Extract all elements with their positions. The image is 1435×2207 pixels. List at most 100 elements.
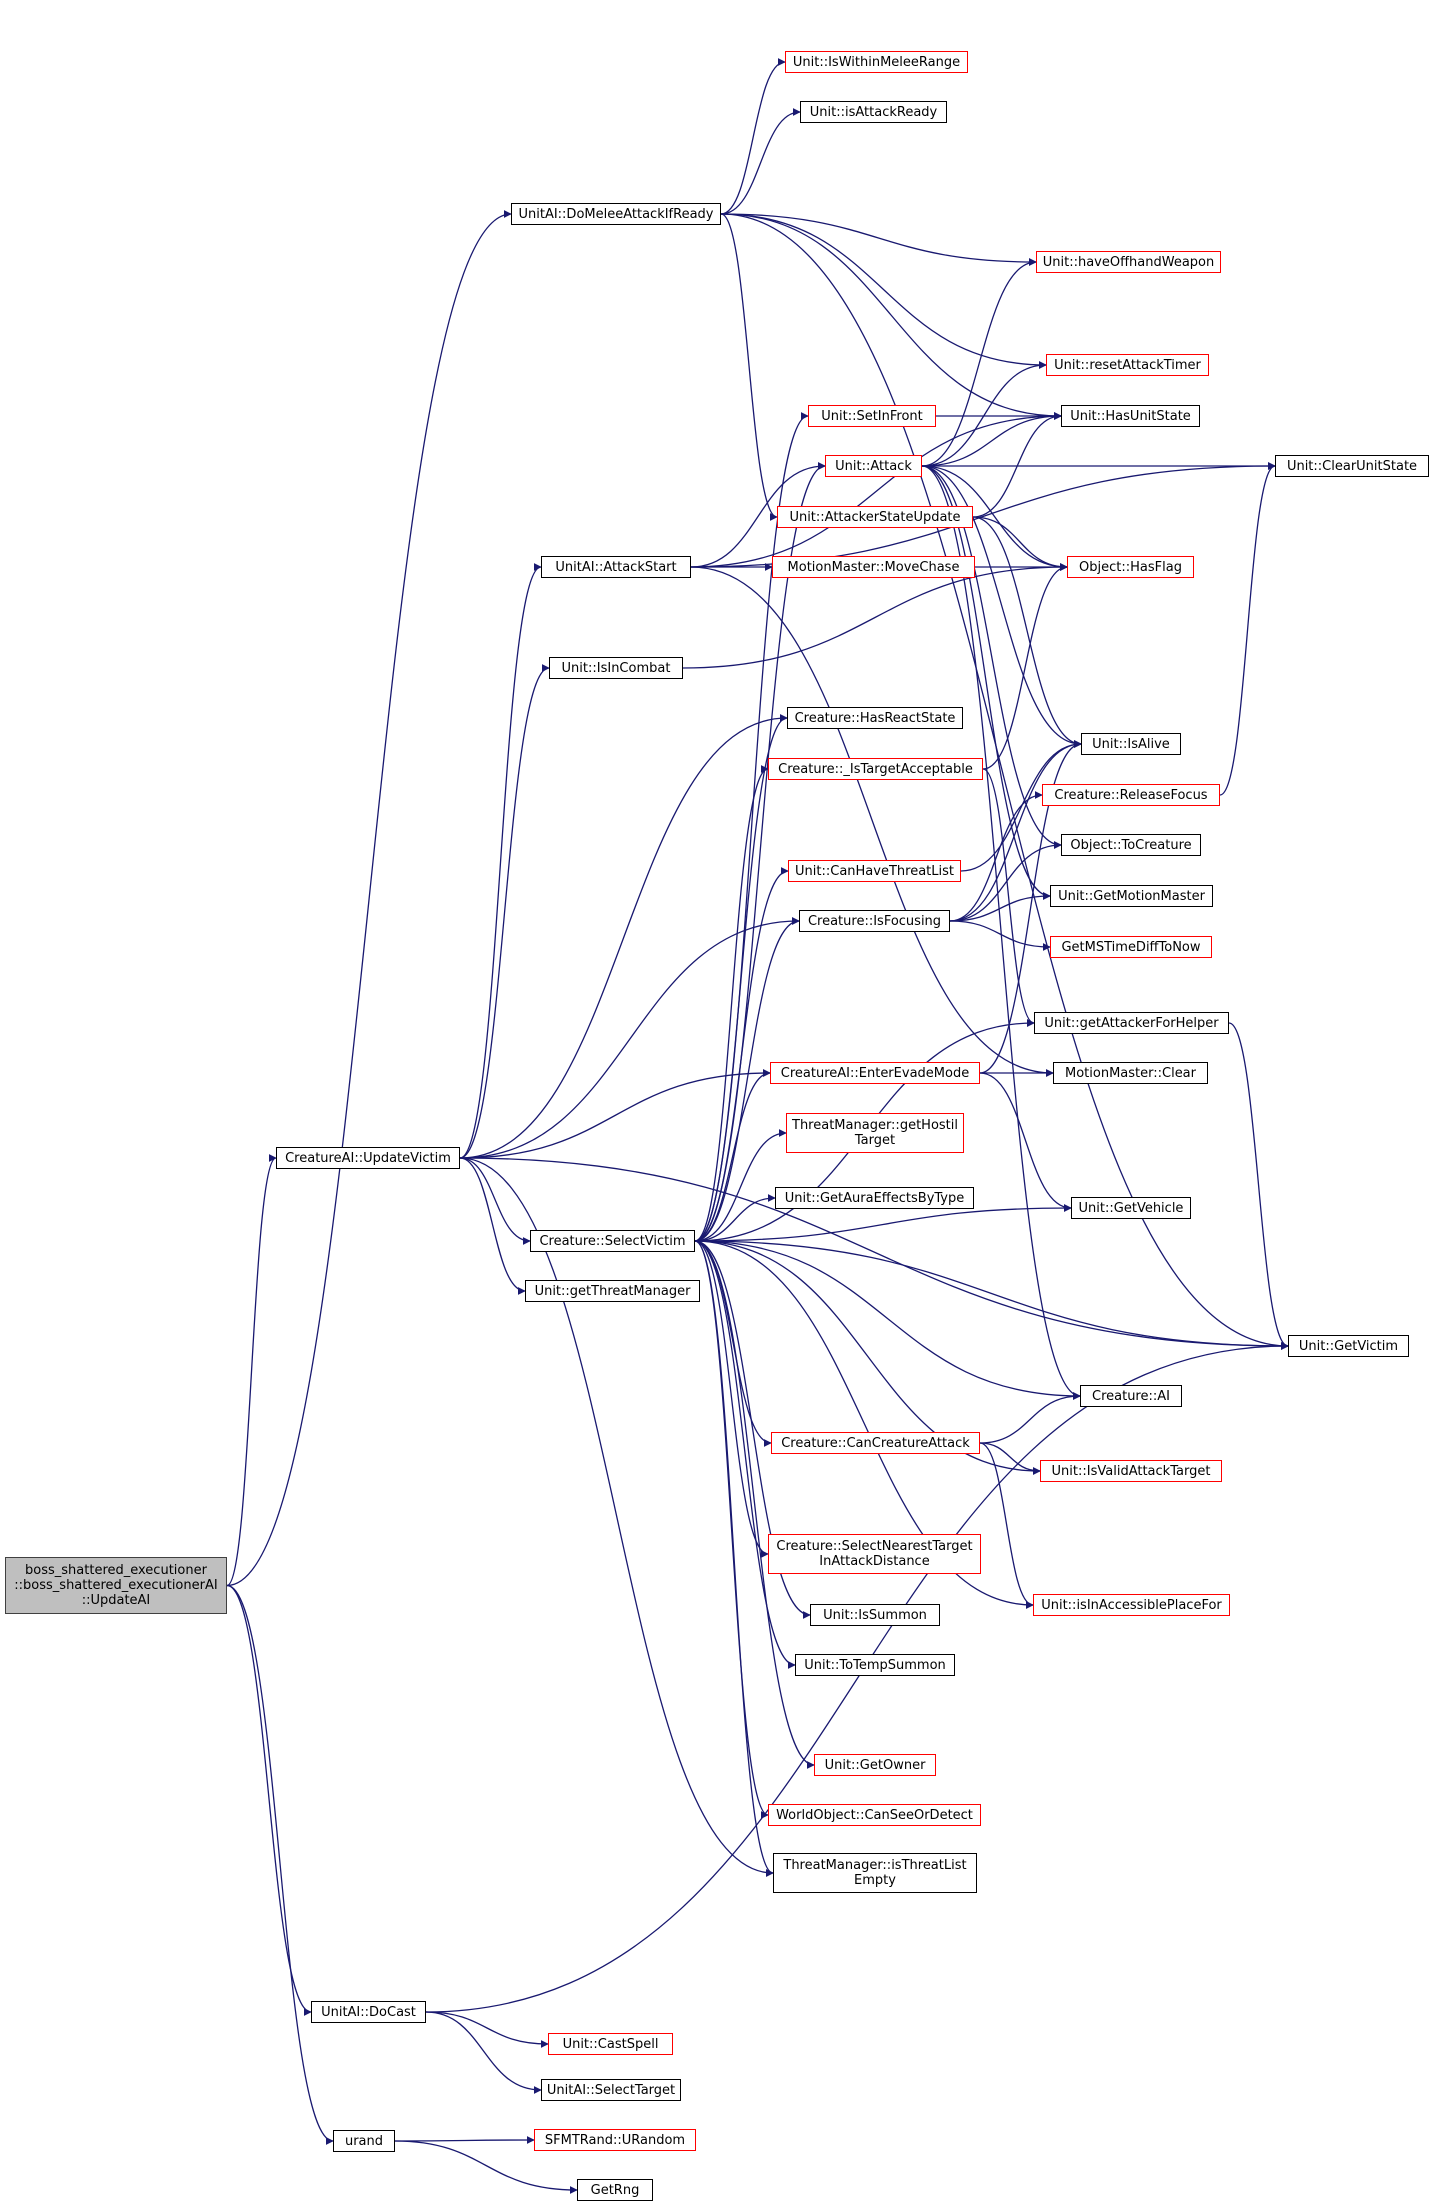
edge-selectvictim-to-creatureai — [694, 1240, 1081, 1400]
edge-urand-to-urandom — [394, 2136, 535, 2145]
node-clearunitstate[interactable]: Unit::ClearUnitState — [1275, 455, 1429, 477]
node-mmclear[interactable]: MotionMaster::Clear — [1053, 1062, 1208, 1084]
node-setinfront[interactable]: Unit::SetInFront — [808, 405, 936, 427]
node-threatempty[interactable]: ThreatManager::isThreatList Empty — [773, 1853, 977, 1893]
edge-root-to-docast — [226, 1584, 312, 2016]
node-movechase[interactable]: MotionMaster::MoveChase — [772, 556, 975, 578]
edge-getattackerhelper-to-getvictim — [1228, 1022, 1289, 1350]
node-getrng[interactable]: GetRng — [577, 2179, 653, 2201]
edge-updatevictim-to-getthreatmgr — [459, 1157, 526, 1295]
edge-updatevictim-to-hasreact — [459, 714, 788, 1159]
node-offhand[interactable]: Unit::haveOffhandWeapon — [1036, 251, 1221, 273]
edge-selectvictim-to-gethostile — [694, 1129, 787, 1242]
edge-attack-to-resettimer — [921, 361, 1047, 467]
edge-domelee-to-hasunitstate — [720, 213, 1062, 420]
edge-updatevictim-to-getvictim — [459, 1157, 1289, 1350]
node-hasunitstate[interactable]: Unit::HasUnitState — [1061, 405, 1200, 427]
edge-attack-to-isalive — [921, 465, 1082, 748]
edge-selectvictim-to-inaccessible — [694, 1240, 1034, 1609]
edge-isfocusing-to-isalive — [949, 740, 1082, 922]
node-updatevictim[interactable]: CreatureAI::UpdateVictim — [276, 1147, 460, 1169]
edge-cancreatureattack-to-isvalidattack — [979, 1442, 1041, 1475]
node-selectnearest[interactable]: Creature::SelectNearestTarget InAttackDi… — [768, 1534, 981, 1574]
node-gethostile[interactable]: ThreatManager::getHostil Target — [786, 1113, 964, 1153]
edge-evade-to-isalive — [979, 740, 1082, 1074]
node-isincombat[interactable]: Unit::IsInCombat — [549, 657, 683, 679]
node-attackerstate[interactable]: Unit::AttackerStateUpdate — [777, 506, 973, 528]
edge-domelee-to-isattackready — [720, 108, 801, 215]
node-attack[interactable]: Unit::Attack — [825, 455, 922, 477]
edge-updatevictim-to-threatempty — [459, 1157, 774, 1877]
edge-selectvictim-to-threatempty — [694, 1240, 774, 1877]
edge-updatevictim-to-isfocusing — [459, 917, 800, 1159]
edge-isfocusing-to-tocreature — [949, 841, 1062, 922]
node-canseeordetect[interactable]: WorldObject::CanSeeOrDetect — [768, 1804, 981, 1826]
node-resettimer[interactable]: Unit::resetAttackTimer — [1046, 354, 1209, 376]
edge-selectvictim-to-canhavethreat — [694, 867, 789, 1242]
node-getaura[interactable]: Unit::GetAuraEffectsByType — [775, 1187, 974, 1209]
node-cancreatureattack[interactable]: Creature::CanCreatureAttack — [771, 1432, 980, 1454]
node-getthreatmgr[interactable]: Unit::getThreatManager — [525, 1280, 700, 1302]
edge-isfocusing-to-getmotion — [949, 892, 1051, 922]
node-urandom[interactable]: SFMTRand::URandom — [534, 2129, 696, 2151]
edge-selectvictim-to-totempsummon — [694, 1240, 796, 1669]
node-withinmelee[interactable]: Unit::IsWithinMeleeRange — [785, 51, 968, 73]
edge-cancreatureattack-to-creatureai — [979, 1392, 1081, 1444]
node-selectvictim[interactable]: Creature::SelectVictim — [530, 1230, 695, 1252]
edge-istarget-to-getattackerhelper — [982, 768, 1035, 1027]
edge-selectvictim-to-istarget — [694, 765, 769, 1242]
edge-root-to-updatevictim — [226, 1154, 277, 1587]
node-isattackready[interactable]: Unit::isAttackReady — [800, 101, 947, 123]
edge-attackerstate-to-isalive — [972, 516, 1082, 748]
node-getowner[interactable]: Unit::GetOwner — [814, 1754, 936, 1776]
node-attackstart[interactable]: UnitAI::AttackStart — [541, 556, 691, 578]
node-isvalidattack[interactable]: Unit::IsValidAttackTarget — [1040, 1460, 1222, 1482]
edge-isfocusing-to-releasefocus — [949, 791, 1043, 922]
edge-selectvictim-to-getvehicle — [694, 1204, 1072, 1242]
edge-selectvictim-to-getowner — [694, 1240, 815, 1769]
edge-istarget-to-hasflag — [982, 563, 1068, 770]
node-docast[interactable]: UnitAI::DoCast — [311, 2001, 426, 2023]
edge-attack-to-hasflag — [921, 465, 1068, 571]
edge-selectvictim-to-isvalidattack — [694, 1240, 1041, 1475]
node-urand[interactable]: urand — [333, 2130, 395, 2152]
node-istarget[interactable]: Creature::_IsTargetAcceptable — [768, 758, 983, 780]
node-isfocusing[interactable]: Creature::IsFocusing — [799, 910, 950, 932]
edge-docast-to-castspell — [425, 2011, 549, 2048]
node-castspell[interactable]: Unit::CastSpell — [548, 2033, 673, 2055]
node-getms[interactable]: GetMSTimeDiffToNow — [1050, 936, 1212, 958]
node-domelee[interactable]: UnitAI::DoMeleeAttackIfReady — [511, 203, 721, 225]
edge-selectvictim-to-issummon — [694, 1240, 811, 1619]
edge-updatevictim-to-selectvictim — [459, 1157, 531, 1245]
edge-selectvictim-to-getvictim — [694, 1240, 1289, 1350]
node-totempsummon[interactable]: Unit::ToTempSummon — [795, 1654, 955, 1676]
node-inaccessible[interactable]: Unit::isInAccessiblePlaceFor — [1033, 1594, 1230, 1616]
edge-updatevictim-to-isincombat — [459, 664, 550, 1159]
edge-isfocusing-to-getms — [949, 920, 1051, 951]
node-evade[interactable]: CreatureAI::EnterEvadeMode — [770, 1062, 980, 1084]
edge-attack-to-offhand — [921, 258, 1037, 467]
node-creatureai[interactable]: Creature::AI — [1080, 1385, 1182, 1407]
edge-isincombat-to-hasflag — [682, 563, 1068, 669]
edge-attack-to-getmotion — [921, 465, 1051, 900]
edge-evade-to-getvehicle — [979, 1072, 1072, 1212]
node-releasefocus[interactable]: Creature::ReleaseFocus — [1042, 784, 1220, 806]
edge-canhavethreat-to-isalive — [960, 740, 1082, 872]
node-getvictim[interactable]: Unit::GetVictim — [1288, 1335, 1409, 1357]
node-isalive[interactable]: Unit::IsAlive — [1081, 733, 1181, 755]
edge-attack-to-tocreature — [921, 465, 1062, 849]
edge-urand-to-getrng — [394, 2140, 578, 2194]
edge-updatevictim-to-evade — [459, 1069, 771, 1159]
node-tocreature[interactable]: Object::ToCreature — [1061, 834, 1201, 856]
node-canhavethreat[interactable]: Unit::CanHaveThreatList — [788, 860, 961, 882]
edge-selectvictim-to-evade — [694, 1069, 771, 1242]
node-hasreact[interactable]: Creature::HasReactState — [787, 707, 963, 729]
edge-attackerstate-to-hasflag — [972, 516, 1068, 571]
node-selecttarget[interactable]: UnitAI::SelectTarget — [541, 2079, 681, 2101]
node-getvehicle[interactable]: Unit::GetVehicle — [1071, 1197, 1191, 1219]
node-getattackerhelper[interactable]: Unit::getAttackerForHelper — [1034, 1012, 1229, 1034]
node-hasflag[interactable]: Object::HasFlag — [1067, 556, 1194, 578]
node-getmotion[interactable]: Unit::GetMotionMaster — [1050, 885, 1213, 907]
node-issummon[interactable]: Unit::IsSummon — [810, 1604, 940, 1626]
